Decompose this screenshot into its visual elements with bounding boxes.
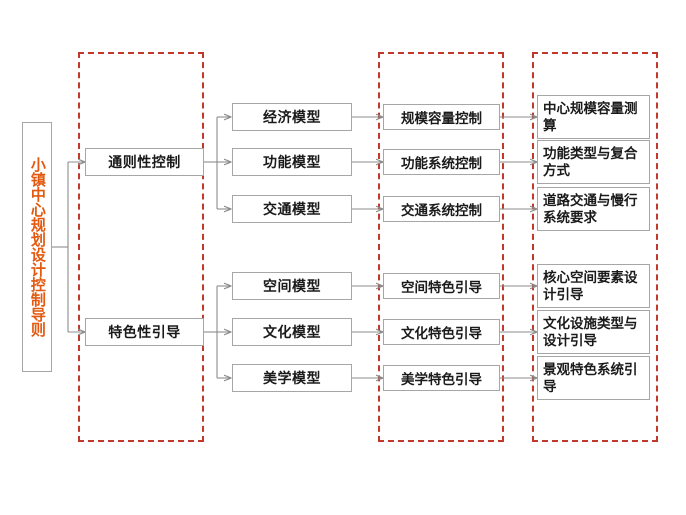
node-detail-center-scale-capacity[interactable]: 中心规模容量测算 [537, 95, 650, 139]
node-model-space[interactable]: 空间模型 [232, 272, 352, 300]
node-model-traffic[interactable]: 交通模型 [232, 195, 352, 223]
node-model-economic[interactable]: 经济模型 [232, 103, 352, 131]
node-guidance-aesthetic-character[interactable]: 美学特色引导 [383, 365, 500, 391]
node-model-culture[interactable]: 文化模型 [232, 318, 352, 346]
group-frame-level2 [78, 52, 204, 442]
node-detail-culture-facility-type[interactable]: 文化设施类型与设计引导 [537, 310, 650, 354]
node-detail-label: 功能类型与复合方式 [543, 145, 638, 178]
node-guidance-culture-character[interactable]: 文化特色引导 [383, 319, 500, 345]
node-character-guidance[interactable]: 特色性引导 [85, 318, 204, 346]
node-detail-road-slow-traffic[interactable]: 道路交通与慢行系统要求 [537, 187, 650, 231]
node-detail-label: 文化设施类型与设计引导 [543, 315, 638, 348]
node-detail-core-space-elements[interactable]: 核心空间要素设计引导 [537, 264, 650, 308]
node-general-control[interactable]: 通则性控制 [85, 148, 204, 176]
root-node[interactable]: 小镇中心规划设计控制导则 [22, 122, 52, 372]
node-guidance-space-character[interactable]: 空间特色引导 [383, 273, 500, 299]
node-detail-label: 中心规模容量测算 [543, 100, 638, 133]
node-detail-landscape-character-system[interactable]: 景观特色系统引导 [537, 356, 650, 400]
node-detail-function-type-mix[interactable]: 功能类型与复合方式 [537, 140, 650, 184]
node-control-traffic-system[interactable]: 交通系统控制 [383, 196, 500, 222]
node-detail-label: 景观特色系统引导 [543, 361, 638, 394]
node-control-function-system[interactable]: 功能系统控制 [383, 149, 500, 175]
node-detail-label: 核心空间要素设计引导 [543, 269, 638, 302]
node-model-aesthetic[interactable]: 美学模型 [232, 364, 352, 392]
node-detail-label: 道路交通与慢行系统要求 [543, 192, 638, 225]
node-control-scale-capacity[interactable]: 规模容量控制 [383, 104, 500, 130]
node-model-function[interactable]: 功能模型 [232, 148, 352, 176]
